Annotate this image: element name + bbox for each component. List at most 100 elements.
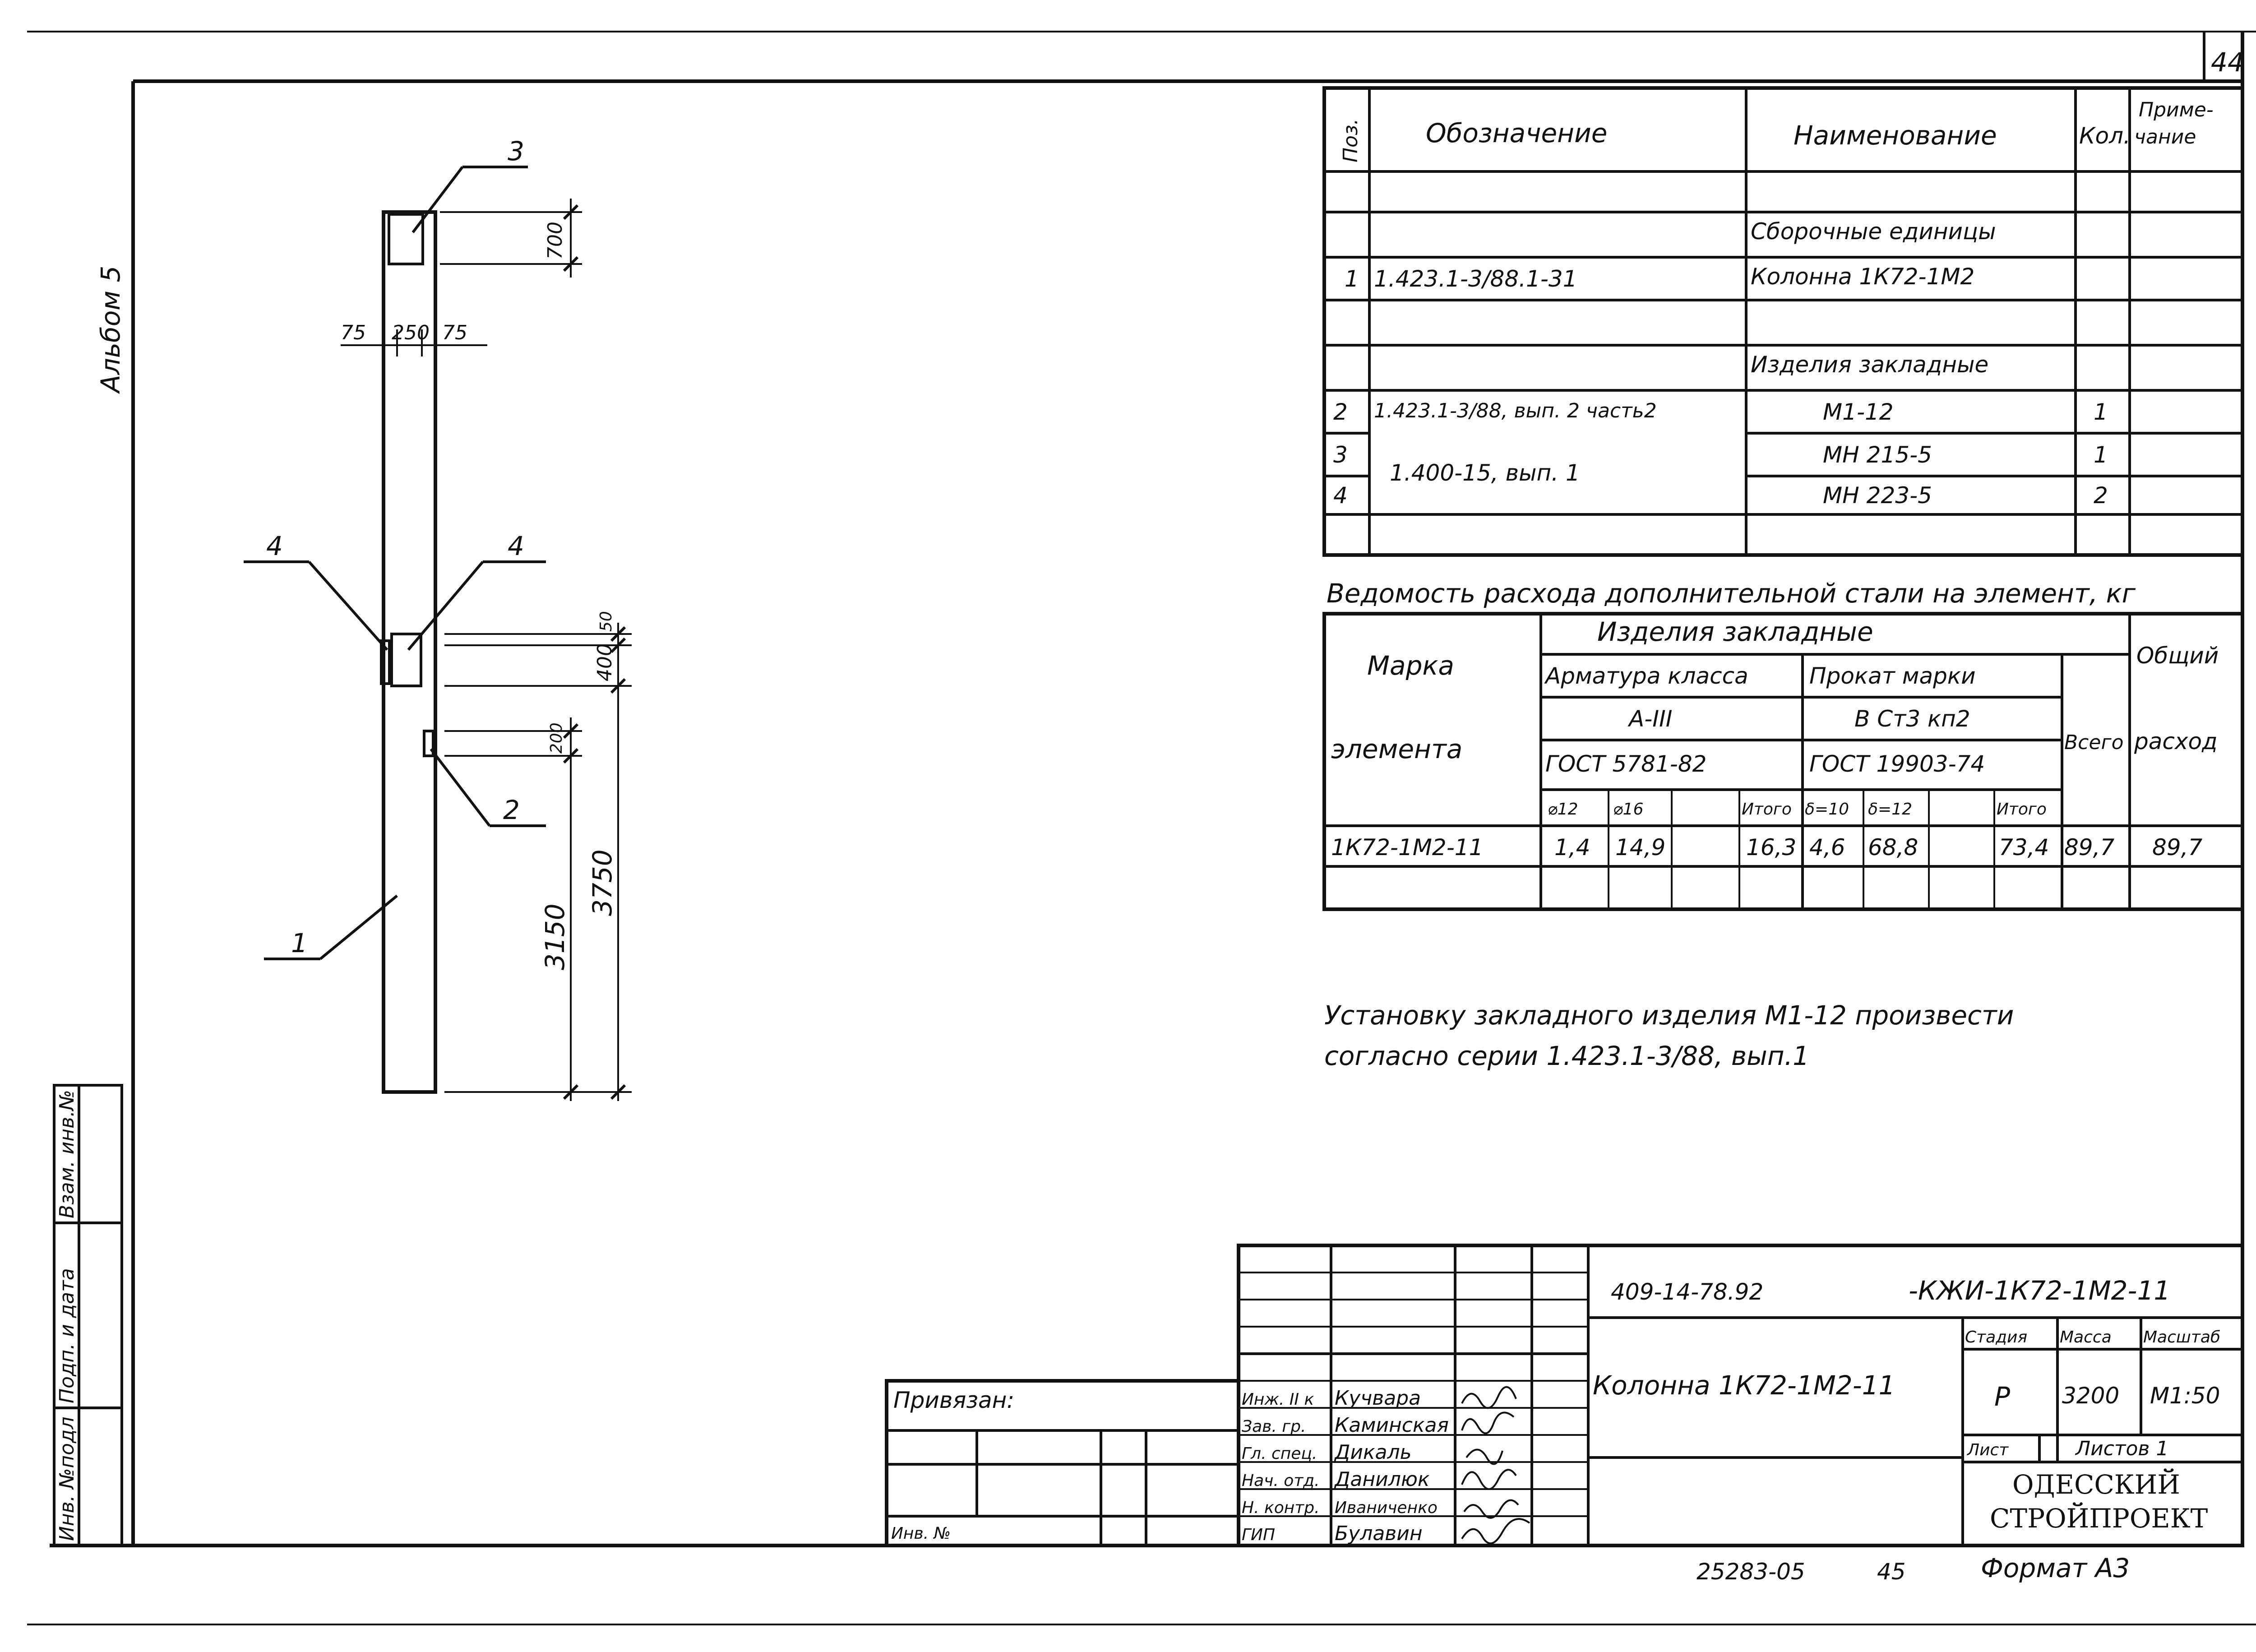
steel-rebar-class: А-III [1627, 706, 1672, 732]
dim-700: 700 [544, 222, 567, 259]
role-5: ГИП [1242, 1526, 1275, 1544]
name-1: Каминская [1335, 1414, 1449, 1437]
mass-label: Масса [2060, 1328, 2112, 1347]
embedded-part-3 [388, 213, 424, 265]
spec-row3-qty: 1 [2094, 442, 2108, 468]
spec-header-name: Наименование [1794, 120, 1997, 151]
steel-leaf-rolled-subtotal: Итого [1997, 800, 2047, 819]
mass-value: 3200 [2062, 1383, 2119, 1409]
steel-sub-rolled: Прокат марки [1809, 663, 1976, 689]
organization-line-1: ОДЕССКИЙ [2012, 1468, 2180, 1500]
spec-header-designation: Обозначение [1426, 118, 1607, 148]
steel-rolled-gost: ГОСТ 19903-74 [1809, 751, 1985, 777]
pos-label-4-left: 4 [266, 531, 283, 561]
sheets-count-label: Листов 1 [2075, 1437, 2168, 1460]
signatures [1461, 1386, 1530, 1545]
margin-label-replace: Взам. инв.№ [55, 1090, 79, 1218]
steel-col-total: Всего [2064, 731, 2123, 754]
steel-row-general: 89,7 [2152, 834, 2203, 861]
embedded-part-4-side [380, 639, 391, 685]
dim-75-left: 75 [341, 321, 366, 344]
page-number: 45 [1877, 1559, 1906, 1585]
column-drawing: 3 4 4 2 1 700 75 250 75 [244, 136, 632, 1101]
dim-3150: 3150 [540, 903, 570, 970]
bound-label: Привязан: [893, 1387, 1014, 1413]
name-4: Иваниченко [1335, 1499, 1438, 1517]
spec-row1-name: Колонна 1К72-1М2 [1751, 264, 1974, 290]
spec-row1-designation: 1.423.1-3/88.1-31 [1374, 266, 1577, 292]
spec-header-pos: Поз. [1339, 119, 1362, 162]
scale-value: М1:50 [2150, 1383, 2220, 1409]
steel-row-total: 89,7 [2064, 834, 2115, 861]
embedded-part-2 [423, 730, 435, 757]
steel-row-rolled-subtotal: 73,4 [1999, 834, 2049, 861]
doc-code-right: -КЖИ-1К72-1М2-11 [1909, 1275, 2170, 1306]
dim-250: 250 [392, 321, 430, 344]
steel-row-t10: 4,6 [1809, 834, 1845, 861]
name-3: Данилюк [1334, 1468, 1430, 1491]
stage-value: Р [1994, 1381, 2010, 1412]
dim-400: 400 [593, 643, 616, 681]
pos-label-3: 3 [508, 136, 524, 167]
pos-label-2: 2 [503, 795, 520, 825]
column-body [382, 210, 437, 1094]
organization-line-2: СТРОЙПРОЕКТ [1990, 1502, 2208, 1534]
embedded-part-4-front [390, 633, 422, 687]
role-3: Нач. отд. [1242, 1472, 1320, 1490]
steel-leaf-rebar-subtotal: Итого [1742, 800, 1792, 819]
name-5: Булавин [1335, 1522, 1423, 1545]
note-line-2: согласно серии 1.423.1-3/88, вып.1 [1324, 1041, 1809, 1071]
dim-200: 200 [547, 722, 566, 754]
steel-rebar-gost: ГОСТ 5781-82 [1545, 751, 1706, 777]
sheet-label: Лист [1966, 1441, 2009, 1459]
steel-row-rebar-subtotal: 16,3 [1746, 834, 1796, 861]
note-line-1: Установку закладного изделия М1-12 произ… [1324, 1000, 2014, 1031]
steel-consumption-table: Марка элемента Изделия закладные Арматур… [1322, 612, 2244, 911]
steel-col-general-2: расход [2134, 728, 2218, 754]
steel-table-title: Ведомость расхода дополнительной стали н… [1327, 578, 2136, 609]
steel-row-t12: 68,8 [1868, 834, 1918, 861]
name-0: Кучвара [1335, 1387, 1421, 1410]
role-1: Зав. гр. [1242, 1417, 1306, 1436]
spec-row2-pos: 2 [1333, 399, 1348, 425]
doc-code-left: 409-14-78.92 [1611, 1279, 1763, 1305]
inv-number-label: Инв. № [891, 1524, 951, 1543]
role-4: Н. контр. [1242, 1499, 1320, 1517]
spec-row3-pos: 3 [1333, 442, 1348, 468]
spec-section-embedded: Изделия закладные [1751, 352, 1988, 378]
format-label: Формат А3 [1981, 1553, 2130, 1583]
spec-row4-qty: 2 [2094, 482, 2108, 509]
pos-label-1: 1 [291, 928, 308, 958]
role-0: Инж. II к [1242, 1390, 1314, 1409]
spec-row1-pos: 1 [1345, 266, 1359, 292]
spec-row2-designation: 1.423.1-3/88, вып. 2 часть2 [1374, 399, 1657, 422]
spec-header-note-2: чание [2134, 125, 2196, 148]
dim-3750: 3750 [587, 849, 618, 916]
album-label: Альбом 5 [95, 266, 126, 394]
steel-col-general-1: Общий [2136, 643, 2219, 669]
sheet-number: 44 [2211, 47, 2244, 78]
scale-label: Масштаб [2143, 1328, 2220, 1347]
steel-group-embedded: Изделия закладные [1597, 616, 1873, 647]
steel-leaf-t10: δ=10 [1805, 800, 1849, 819]
margin-label-sign-date: Подп. и дата [55, 1268, 79, 1403]
steel-row-d12: 1,4 [1554, 834, 1590, 861]
role-2: Гл. спец. [1242, 1444, 1317, 1463]
sheet-number-box: 44 [2203, 32, 2244, 81]
name-2: Дикаль [1334, 1441, 1412, 1464]
spec-row4-name: МН 223-5 [1823, 482, 1932, 509]
spec-row2-name: М1-12 [1823, 399, 1894, 425]
steel-leaf-t12: δ=12 [1868, 800, 1912, 819]
left-margin-strip: Инв. №подл Подп. и дата Взам. инв.№ [53, 1084, 123, 1547]
spec-row3-designation: 1.400-15, вып. 1 [1390, 460, 1580, 486]
dim-50: 50 [597, 611, 615, 632]
title-block: 409-14-78.92 -КЖИ-1К72-1М2-11 Колонна 1К… [1237, 1244, 2244, 1547]
pos-label-4-right: 4 [508, 531, 524, 561]
steel-col-mark-1: Марка [1367, 650, 1454, 681]
spec-row2-qty: 1 [2094, 399, 2108, 425]
spec-section-assembly: Сборочные единицы [1751, 218, 1996, 245]
steel-col-mark-2: элемента [1331, 734, 1462, 764]
steel-sub-rebar: Арматура класса [1544, 663, 1748, 689]
stage-label: Стадия [1965, 1328, 2027, 1347]
